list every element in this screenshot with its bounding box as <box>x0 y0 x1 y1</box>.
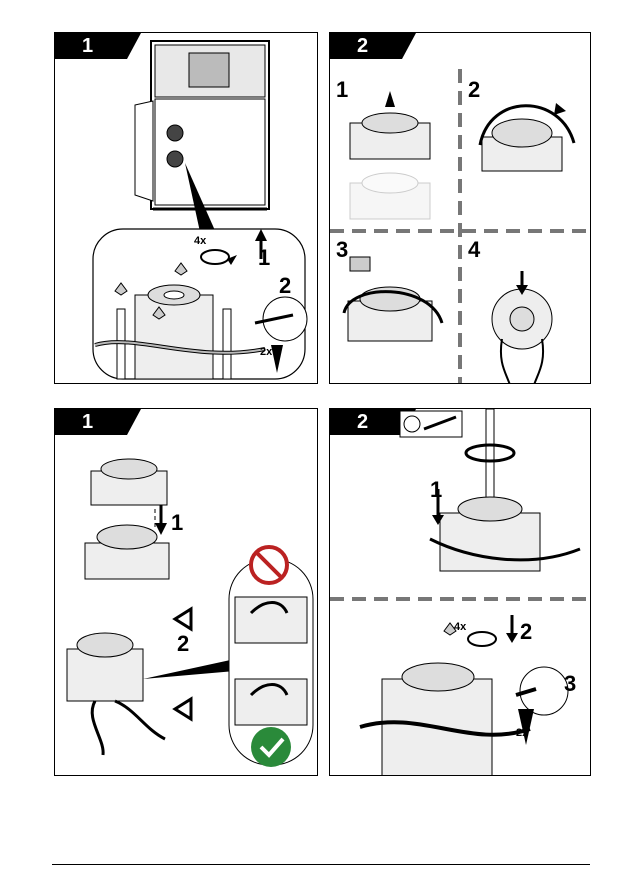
panel-bottom-left: 1 1 2 <box>54 408 318 776</box>
step-number: 2 <box>520 619 532 645</box>
step-number: 2 <box>468 77 480 103</box>
step-number: 1 <box>336 77 348 103</box>
step-number: 1 <box>258 245 270 271</box>
step-number: 3 <box>336 237 348 263</box>
step-number: 1 <box>171 510 183 536</box>
count-label: 4x <box>194 235 206 247</box>
panel-top-right: 2 1 2 3 4 <box>329 32 591 384</box>
footer-rule <box>52 864 590 865</box>
panel-top-left: 1 4x 1 2 <box>54 32 318 384</box>
pump-reinstall-illustration <box>330 409 591 776</box>
count-label: 4x <box>454 621 466 633</box>
pump-steps-illustration <box>330 33 591 384</box>
panel-bottom-right: 2 1 4x 2 3 2x <box>329 408 591 776</box>
step-number: 4 <box>468 237 480 263</box>
step-number: 3 <box>564 671 576 697</box>
analyzer-illustration <box>55 33 318 384</box>
count-label: 2x <box>516 727 528 739</box>
pump-assembly-illustration <box>55 409 318 776</box>
step-number: 2 <box>279 273 291 299</box>
count-label: 2x <box>260 346 272 358</box>
step-number: 2 <box>177 631 189 657</box>
step-number: 1 <box>430 477 442 503</box>
